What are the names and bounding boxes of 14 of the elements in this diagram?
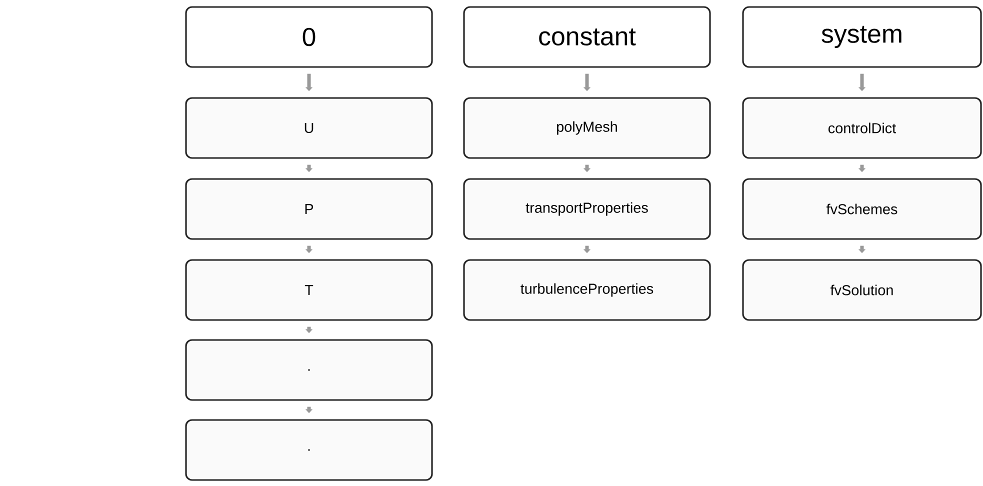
item-box: fvSolution xyxy=(742,259,982,321)
item-box: T xyxy=(185,259,433,321)
item-box: controlDict xyxy=(742,97,982,159)
item-box: fvSchemes xyxy=(742,178,982,240)
item-box: . xyxy=(185,419,433,481)
item-box: polyMesh xyxy=(463,97,711,159)
header-box: constant xyxy=(463,6,711,68)
header-box: 0 xyxy=(185,6,433,68)
item-box: P xyxy=(185,178,433,240)
item-box: U xyxy=(185,97,433,159)
item-box: turbulenceProperties xyxy=(463,259,711,321)
header-box: system xyxy=(742,6,982,68)
item-box: . xyxy=(185,339,433,401)
item-box: transportProperties xyxy=(463,178,711,240)
